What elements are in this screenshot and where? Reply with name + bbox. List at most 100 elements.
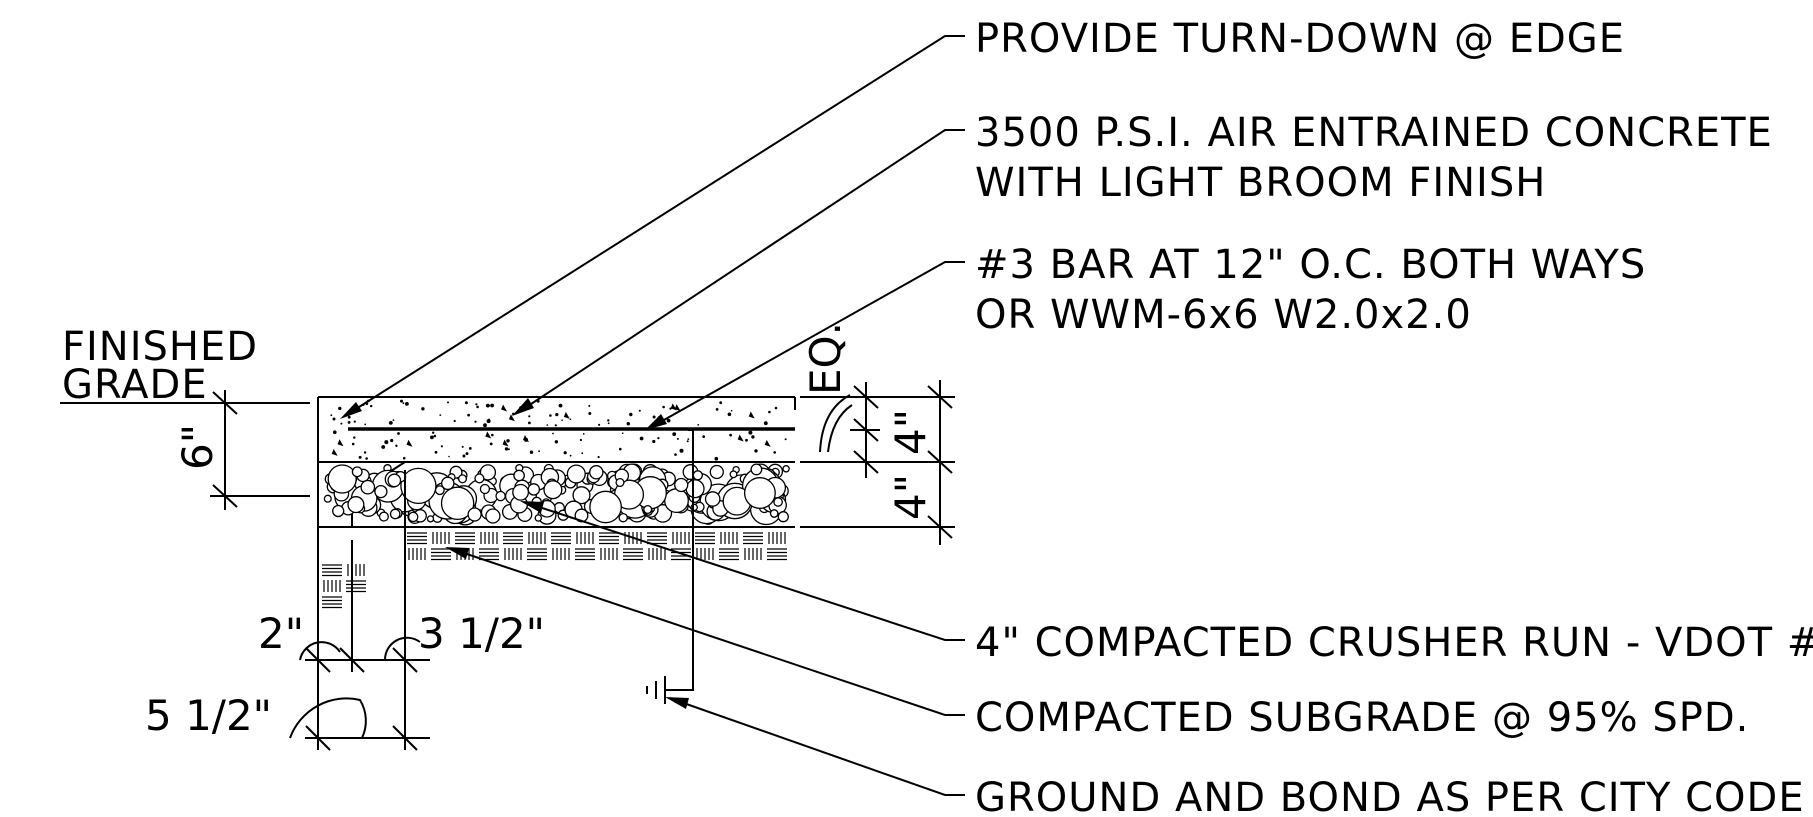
concrete-speck [561, 419, 563, 422]
concrete-speck [405, 402, 409, 406]
concrete-speck [448, 455, 450, 458]
concrete-speck [504, 447, 509, 451]
aggregate-stone [407, 511, 419, 523]
concrete-speck [528, 415, 531, 418]
arrowhead-concrete [512, 398, 534, 416]
concrete-speck [421, 407, 425, 411]
concrete-speck [370, 404, 373, 408]
concrete-aggregate-chip [406, 439, 413, 447]
aggregate-stone [474, 473, 485, 484]
concrete-speck [381, 445, 386, 449]
concrete-speck [439, 414, 442, 416]
concrete-speck [588, 412, 592, 415]
aggregate-stone [351, 466, 363, 478]
aggregate-stone [769, 509, 779, 518]
aggregate-stone [618, 512, 628, 523]
note-rebar-line-1: #3 BAR AT 12" O.C. BOTH WAYS [975, 242, 1646, 288]
callout-notes: PROVIDE TURN-DOWN @ EDGE 3500 P.S.I. AIR… [62, 16, 1813, 817]
concrete-speck [397, 432, 400, 435]
concrete-speck [729, 433, 732, 437]
leader-ground [674, 699, 965, 796]
concrete-aggregate-chip [337, 439, 344, 447]
aggregate-stone [387, 473, 402, 488]
ground-wire [665, 429, 694, 691]
concrete-speck [727, 412, 732, 417]
aggregate-stone [743, 477, 776, 509]
aggregate-stone [750, 463, 763, 476]
aggregate-stone [782, 465, 790, 473]
concrete-speck [579, 438, 583, 442]
concrete-speck [687, 438, 690, 440]
concrete-speck [483, 423, 487, 428]
concrete-speck [629, 412, 633, 417]
concrete-speck [621, 432, 624, 435]
dimension-6-inch: 6" [173, 390, 310, 510]
aggregate-stone [479, 464, 497, 481]
arrowhead-ground [665, 697, 689, 709]
concrete-speck [563, 451, 567, 455]
concrete-speck [597, 455, 600, 459]
aggregate-stone [389, 508, 401, 520]
concrete-speck [440, 445, 443, 448]
concrete-speck [340, 422, 343, 425]
aggregate-stone [495, 490, 506, 502]
concrete-speck [476, 405, 479, 409]
concrete-speck [507, 448, 510, 451]
concrete-speck [657, 437, 660, 440]
concrete-speck [330, 414, 333, 417]
aggregate-stone [709, 464, 724, 480]
concrete-speck [745, 438, 748, 442]
concrete-speck [529, 450, 534, 454]
concrete-speck [784, 438, 787, 441]
concrete-speck [552, 432, 554, 435]
concrete-speck [474, 420, 477, 423]
aggregate-stone [457, 474, 468, 484]
aggregate-stone [589, 490, 622, 524]
concrete-aggregate-chip [522, 435, 529, 443]
concrete-speck [751, 435, 755, 439]
concrete-speck [697, 424, 700, 426]
concrete-speck [395, 444, 398, 447]
leader-concrete [521, 129, 965, 411]
note-rebar-line-2: OR WWM-6x6 W2.0x2.0 [975, 292, 1472, 338]
leader-lines [340, 35, 965, 796]
concrete-stipple [330, 399, 787, 461]
concrete-speck [730, 409, 733, 412]
concrete-speck [465, 452, 469, 456]
concrete-speck [402, 402, 405, 405]
concrete-speck [662, 405, 665, 409]
aggregate-stone [692, 470, 703, 481]
concrete-aggregate-chip [737, 434, 744, 442]
concrete-speck [638, 409, 641, 412]
ground-rod [646, 429, 694, 704]
aggregate-stone [664, 488, 689, 514]
concrete-speck [652, 415, 656, 419]
concrete-speck [365, 457, 368, 460]
concrete-speck [432, 431, 435, 434]
concrete-speck [686, 440, 689, 443]
concrete-speck [569, 418, 572, 421]
aggregate-stone [773, 497, 783, 507]
aggregate-stone [479, 483, 491, 495]
note-ground-bond: GROUND AND BOND AS PER CITY CODE [975, 775, 1805, 817]
aggregate-stone [729, 470, 738, 479]
leader-crusher-run [529, 503, 965, 641]
concrete-speck [351, 442, 355, 446]
concrete-speck [486, 419, 491, 424]
concrete-speck [773, 451, 776, 454]
concrete-speck [388, 421, 393, 425]
concrete-speck [453, 419, 456, 423]
concrete-speck [754, 449, 758, 453]
aggregate-stone [685, 479, 705, 499]
concrete-speck [588, 404, 591, 407]
leader-turn-down [347, 35, 965, 415]
dim-label-2: 2" [258, 609, 304, 658]
concrete-speck [402, 456, 406, 460]
concrete-aggregate-chip [563, 411, 570, 419]
concrete-speck [475, 403, 478, 406]
concrete-speck [347, 421, 351, 424]
dim-label-eq: EQ. [801, 322, 850, 395]
note-concrete-line-1: 3500 P.S.I. AIR ENTRAINED CONCRETE [975, 110, 1773, 156]
